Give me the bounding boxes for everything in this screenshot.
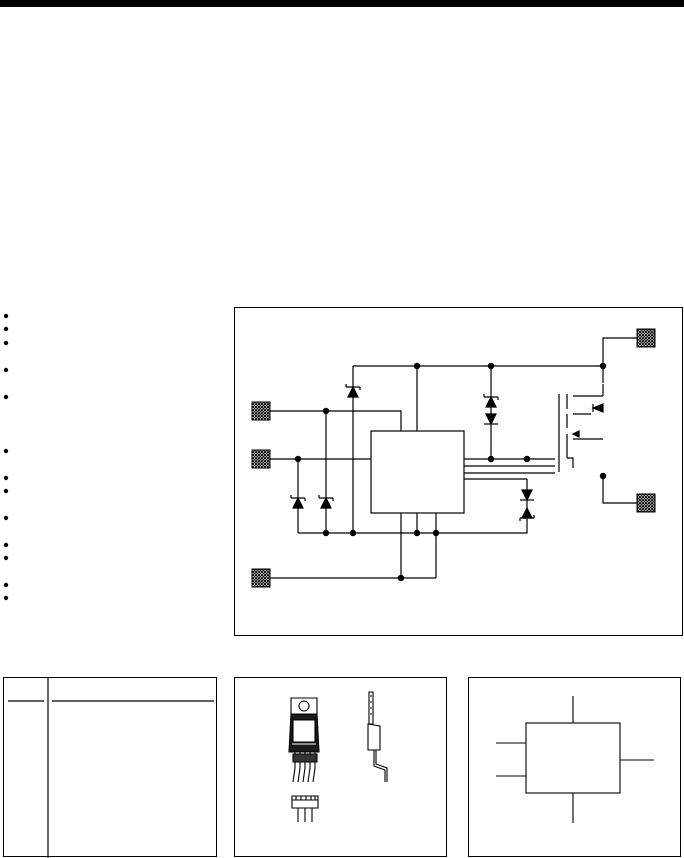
junction-dot	[599, 362, 607, 370]
junction-dot	[599, 472, 607, 480]
bullet-icon	[3, 340, 9, 346]
bullet-icon	[3, 326, 9, 332]
ground-terminal	[251, 568, 271, 588]
junction-dot	[487, 455, 495, 463]
bullet-dots	[3, 313, 9, 601]
bullet-icon	[3, 367, 9, 373]
junction-dot	[322, 529, 330, 537]
junction-dot	[487, 362, 495, 370]
zener-diode-icon	[347, 385, 359, 398]
header-rule	[0, 0, 684, 7]
output-terminal	[636, 493, 656, 513]
ic-block	[525, 722, 621, 794]
junction-dot	[322, 407, 330, 415]
input-terminal-2	[251, 449, 271, 469]
body-diode-icon	[591, 403, 604, 413]
bullet-icon	[3, 313, 9, 319]
junction-dot	[397, 574, 405, 582]
package-body-bottom	[291, 795, 319, 809]
table-grid	[8, 678, 214, 858]
diode-icon	[485, 413, 497, 426]
junction-dot	[432, 529, 440, 537]
input-terminal-1	[251, 401, 271, 421]
circuit-schematic	[234, 307, 683, 636]
bullet-icon	[3, 595, 9, 601]
supply-terminal	[636, 328, 656, 348]
junction-dot	[349, 529, 357, 537]
package-drawing	[288, 691, 388, 822]
zener-diode-icon	[292, 496, 304, 509]
zener-diode-icon	[521, 506, 533, 519]
diode-icon	[521, 489, 533, 502]
pin-description-table	[3, 677, 217, 858]
bullet-icon	[3, 475, 9, 481]
top-rail-wire	[353, 337, 637, 367]
bullet-icon	[3, 488, 9, 494]
package-outline	[234, 677, 447, 857]
zener-diode-icon	[320, 496, 332, 509]
package-tab	[290, 697, 318, 715]
block-diagram	[468, 677, 681, 857]
feature-bullet-list	[0, 0, 230, 640]
bullet-icon	[3, 582, 9, 588]
mounting-hole-icon	[298, 700, 310, 712]
block-drawing	[496, 696, 654, 823]
bullet-icon	[3, 542, 9, 548]
junction-dot	[413, 362, 421, 370]
bullet-icon	[3, 555, 9, 561]
junction-dot	[523, 455, 531, 463]
bullet-icon	[3, 515, 9, 521]
controller-block	[370, 430, 465, 514]
gate-arrow-icon	[571, 430, 580, 438]
zener-diode-icon	[485, 395, 497, 408]
junction-dot	[294, 455, 302, 463]
schematic-drawing	[251, 328, 656, 588]
bullet-icon	[3, 448, 9, 454]
junction-dot	[413, 529, 421, 537]
bullet-icon	[3, 394, 9, 400]
package-body-side	[368, 691, 374, 725]
